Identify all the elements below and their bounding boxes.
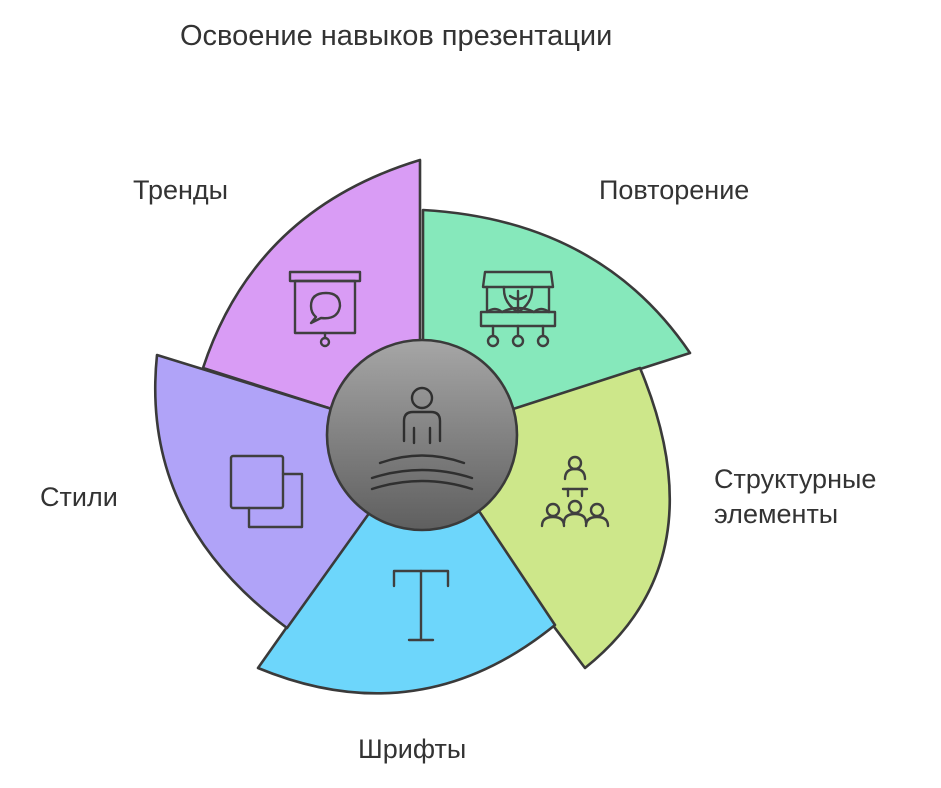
vintage-vehicle-icon (479, 270, 557, 348)
segment-fonts (256, 503, 557, 695)
diagram-title: Освоение навыков презентации (180, 20, 613, 52)
segment-repetition (421, 208, 692, 412)
audience-presenter-icon (540, 455, 610, 528)
label-trends: Тренды (133, 175, 229, 205)
label-structure: Структурные элементы (714, 464, 877, 529)
label-fonts: Шрифты (358, 734, 467, 764)
text-t-icon (392, 569, 450, 642)
center-hub (325, 338, 519, 532)
presentation-board-icon (288, 270, 362, 348)
segment-structure (468, 366, 672, 670)
label-repetition: Повторение (599, 175, 750, 205)
copy-layers-icon (229, 454, 304, 529)
label-styles: Стили (40, 482, 118, 512)
segment-styles (153, 353, 372, 630)
segment-trends (201, 158, 422, 412)
meditating-person-icon (370, 386, 474, 491)
